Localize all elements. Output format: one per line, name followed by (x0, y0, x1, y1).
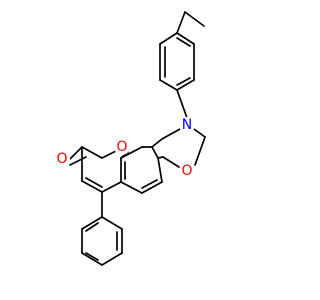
atom-labels: N O O O (54, 117, 195, 179)
atom-carbonyl-oxygen-background (54, 151, 70, 167)
bond-c2-carbonyl (81, 146, 103, 159)
atom-lactone-oxygen-background (114, 139, 130, 155)
bond-ph1-c1-c2 (159, 32, 178, 45)
bond-ph2-a (101, 216, 123, 230)
bond-layer (69, 11, 206, 266)
atom-carbonyl-oxygen-label: O (56, 151, 67, 167)
bond-bz-c (157, 157, 163, 183)
bond-ph1-inner-b (176, 77, 191, 86)
bond-ph1-inner-c (176, 37, 191, 47)
bond-n-ch2-right (193, 128, 206, 138)
bond-ch2-arc (151, 138, 163, 148)
bond-co-b (69, 156, 87, 166)
bond-bz-g (120, 146, 143, 159)
bond-o1-c2 (101, 150, 117, 159)
molecule-drawing: N O O O (54, 11, 206, 266)
bond-bz-inner-a (141, 179, 158, 189)
bond-n-aryl (176, 89, 188, 119)
bond-bz-e (120, 181, 143, 194)
bond-ph2-d (81, 252, 103, 266)
atom-carbonyl-oxygen: O (54, 151, 70, 167)
atom-ring-oxygen-background (179, 163, 195, 179)
bond-ph2-c (101, 252, 123, 266)
bond-ph2-inner-b (85, 252, 99, 261)
bond-ethyl-ch3-ch2 (184, 11, 205, 27)
atom-ring-oxygen-label: O (181, 163, 192, 179)
bond-c3-c4 (81, 180, 103, 193)
bond-ph1-c3-c4 (159, 79, 178, 91)
bond-o-arc (162, 156, 180, 168)
bond-ph2-f (81, 216, 103, 230)
atom-lactone-oxygen: O (114, 139, 130, 155)
atom-n-background (179, 117, 195, 133)
atom-n: N (179, 117, 195, 133)
bond-bz-a (151, 146, 159, 159)
structure-diagram: N O O O (54, 11, 206, 266)
bond-n-ch2-left (161, 128, 181, 140)
atom-lactone-oxygen-label: O (116, 139, 127, 155)
bond-c3-c4-inner (85, 177, 103, 188)
bond-bz-d (141, 181, 163, 194)
bond-ph1-c4-c5 (176, 79, 195, 91)
bond-ethyl-ch2-ar (176, 11, 186, 34)
atom-n-label: N (182, 117, 192, 133)
bond-c4-c4a (101, 181, 122, 193)
bond-ch2-o (194, 136, 206, 166)
bond-ph1-c6-c1 (176, 32, 195, 45)
bond-co-a (69, 146, 83, 160)
bond-ph2-inner-c (85, 222, 99, 232)
atom-ring-oxygen: O (179, 163, 195, 179)
